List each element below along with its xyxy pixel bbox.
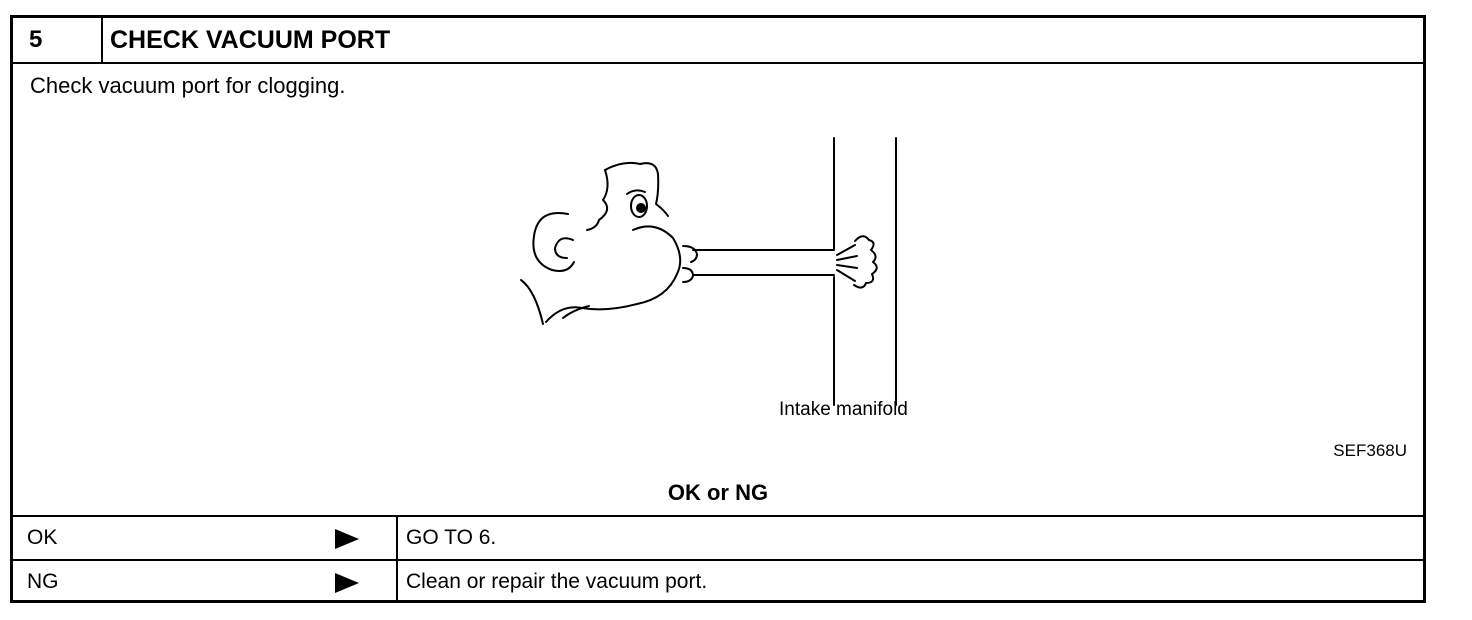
procedure-step-table: 5 CHECK VACUUM PORT Check vacuum port fo… [10,15,1426,603]
result-row-ok: OK GO TO 6. [13,515,1423,559]
result-label: OK [27,526,58,549]
person-figure [520,161,698,325]
result-action: Clean or repair the vacuum port. [406,570,708,593]
result-row-ng: NG Clean or repair the vacuum port. [13,559,1423,603]
eye-pupil [636,203,646,213]
figure-code: SEF368U [1333,441,1407,460]
step-instruction: Check vacuum port for clogging. [30,73,346,98]
arrow-right-icon [335,573,359,593]
result-action: GO TO 6. [406,526,497,549]
step-number: 5 [13,18,103,62]
row-divider [396,517,398,559]
step-header: 5 CHECK VACUUM PORT [13,18,1423,64]
result-heading: OK or NG [667,480,769,505]
intake-manifold-label: Intake manifold [779,399,908,420]
arrow-right-icon [335,529,359,549]
vacuum-port-illustration [520,137,897,406]
air-puff [836,235,878,289]
row-divider [396,561,398,603]
result-label: NG [27,570,59,593]
step-title: CHECK VACUUM PORT [110,26,391,54]
